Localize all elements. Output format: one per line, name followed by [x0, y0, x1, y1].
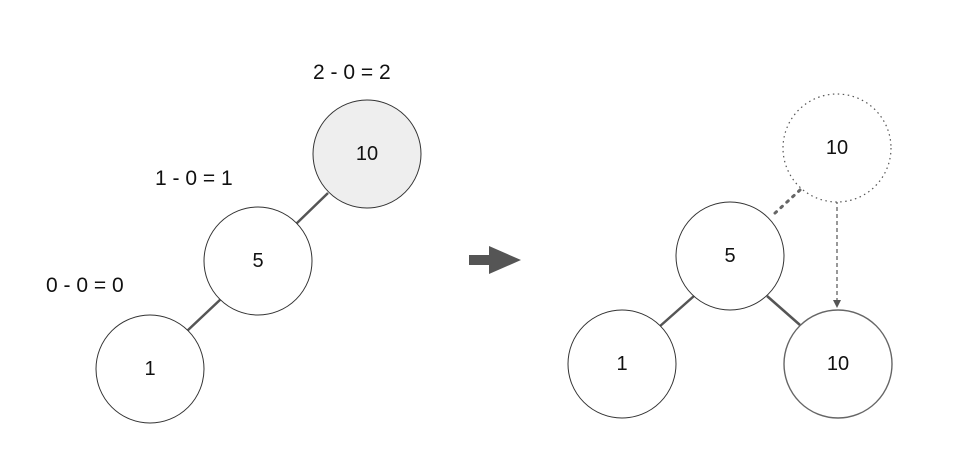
node-ghost: 10 — [782, 93, 892, 203]
node-mid-label: 5 — [252, 250, 263, 272]
node-new-root-circle — [675, 201, 785, 311]
edge-10-to-5 — [295, 192, 329, 225]
before-tree: 10 5 1 2 - 0 = 2 1 - 0 = 1 0 - 0 = 0 — [46, 61, 422, 424]
node-root: 10 — [312, 99, 422, 209]
node-right-child-label: 10 — [827, 353, 849, 375]
node-leaf-label: 1 — [144, 358, 155, 380]
edge-dotted-ghost-to-5 — [772, 188, 802, 216]
transition-arrow-icon — [469, 246, 521, 274]
node-left-child: 1 — [567, 309, 677, 419]
after-tree: 10 5 1 10 — [567, 93, 893, 419]
node-new-root-label: 5 — [724, 245, 735, 267]
node-root-circle — [312, 99, 422, 209]
node-ghost-circle — [782, 93, 892, 203]
node-right-child-circle — [783, 309, 893, 419]
balance-label-leaf: 0 - 0 = 0 — [46, 274, 124, 297]
edge-5-to-1 — [186, 297, 223, 332]
node-leaf: 1 — [95, 314, 205, 424]
node-right-child: 10 — [783, 309, 893, 419]
node-new-root: 5 — [675, 201, 785, 311]
node-leaf-circle — [95, 314, 205, 424]
node-root-label: 10 — [356, 143, 378, 165]
edge-5-to-1 — [658, 295, 695, 328]
balance-label-mid: 1 - 0 = 1 — [155, 167, 233, 190]
balance-label-root: 2 - 0 = 2 — [313, 61, 391, 84]
node-ghost-label: 10 — [826, 137, 848, 159]
node-mid: 5 — [203, 206, 313, 316]
edge-5-to-10 — [766, 295, 801, 326]
node-left-child-label: 1 — [616, 353, 627, 375]
node-mid-circle — [203, 206, 313, 316]
node-left-child-circle — [567, 309, 677, 419]
